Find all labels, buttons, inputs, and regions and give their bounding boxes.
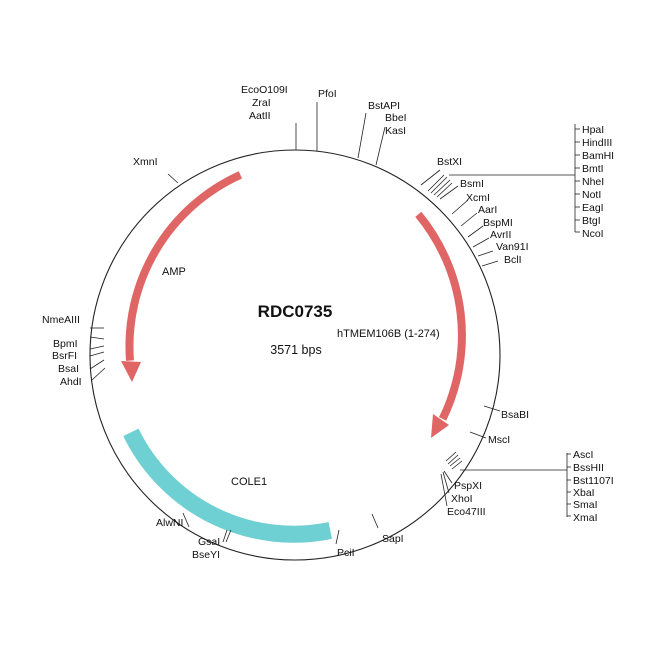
site-bbei: BbeI bbox=[385, 112, 407, 124]
site-tick-xhoi bbox=[442, 471, 450, 494]
site-gsai: GsaI bbox=[198, 536, 220, 548]
site-pcii: PciI bbox=[337, 547, 355, 559]
site-xmni: XmnI bbox=[133, 156, 158, 168]
cole1-feature-arc bbox=[123, 428, 333, 543]
site-tick-bstapi bbox=[357, 112, 367, 159]
site-tick-eco47iii bbox=[440, 473, 448, 507]
site-tick-bcli bbox=[481, 260, 499, 267]
site-bseyi: BseYI bbox=[192, 549, 220, 561]
insert-label: hTMEM106B (1-274) bbox=[337, 328, 440, 340]
site-ncoi: NcoI bbox=[582, 228, 604, 240]
site-bmti: BmtI bbox=[582, 163, 604, 175]
site-aari: AarI bbox=[478, 204, 497, 216]
amp-feature-arrow bbox=[125, 171, 243, 361]
site-bspmi: BspMI bbox=[483, 217, 513, 229]
site-xbai: XbaI bbox=[573, 487, 595, 499]
site-tick-avrii bbox=[472, 237, 490, 248]
site-bsrfi: BsrFI bbox=[52, 350, 77, 362]
site-tick-bseyi bbox=[225, 529, 232, 543]
site-tick-msci bbox=[469, 431, 487, 439]
site-tick-sapi bbox=[371, 513, 379, 529]
site-btgi: BtgI bbox=[582, 215, 601, 227]
site-tick-van91i bbox=[477, 250, 494, 257]
site-noti: NotI bbox=[582, 189, 601, 201]
site-tick-xmni bbox=[167, 173, 179, 184]
site-eco47iii: Eco47III bbox=[447, 506, 486, 518]
site-alwni: AlwNI bbox=[156, 517, 183, 529]
insert-arrowhead bbox=[431, 414, 449, 438]
plasmid-backbone bbox=[89, 149, 501, 561]
site-van91i: Van91I bbox=[496, 241, 529, 253]
site-xcmi: XcmI bbox=[466, 192, 490, 204]
site-zrai: ZraI bbox=[252, 97, 271, 109]
site-bpmi: BpmI bbox=[53, 338, 78, 350]
site-tick-pspxi bbox=[443, 470, 453, 484]
site-pspxi: PspXI bbox=[454, 480, 482, 492]
amp-label: AMP bbox=[162, 266, 186, 278]
site-tick-alwni bbox=[182, 512, 190, 528]
site-msci: MscI bbox=[488, 434, 510, 446]
site-sapi: SapI bbox=[382, 533, 404, 545]
site-bsmi: BsmI bbox=[460, 178, 484, 190]
site-tick-pcii bbox=[335, 529, 340, 545]
site-hpai: HpaI bbox=[582, 124, 604, 136]
site-nmeaiii: NmeAIII bbox=[42, 314, 80, 326]
site-ahdi: AhdI bbox=[60, 376, 82, 388]
site-bstxi: BstXI bbox=[437, 156, 462, 168]
site-bcli: BclI bbox=[504, 254, 522, 266]
site-smai: SmaI bbox=[573, 499, 598, 511]
insert-feature-arrow bbox=[415, 211, 466, 421]
site-tick-bsabi bbox=[483, 405, 501, 412]
amp-arrowhead bbox=[121, 361, 141, 382]
site-tick-kasi bbox=[375, 126, 386, 166]
site-eagi: EagI bbox=[582, 202, 604, 214]
plasmid-name: RDC0735 bbox=[258, 302, 333, 321]
site-nhei: NheI bbox=[582, 176, 604, 188]
site-tick-bspmi bbox=[467, 225, 484, 238]
site-bst1107i: Bst1107I bbox=[573, 475, 614, 487]
site-bsshii: BssHII bbox=[573, 462, 604, 474]
site-bamhi: BamHI bbox=[582, 150, 614, 162]
site-bsai: BsaI bbox=[58, 363, 79, 375]
site-bsabi: BsaBI bbox=[501, 409, 529, 421]
plasmid-size: 3571 bps bbox=[270, 343, 321, 357]
site-aatii: AatII bbox=[249, 110, 271, 122]
cole1-label: COLE1 bbox=[231, 476, 267, 488]
site-xhoi: XhoI bbox=[451, 493, 473, 505]
site-kasi: KasI bbox=[385, 125, 406, 137]
site-avrii: AvrII bbox=[490, 229, 511, 241]
site-tick-aari bbox=[460, 212, 478, 227]
site-tick-bsmi bbox=[439, 185, 459, 200]
site-asci: AscI bbox=[573, 449, 593, 461]
site-tick-bstxi bbox=[420, 169, 441, 186]
site-tick-xcmi bbox=[451, 199, 469, 215]
site-xmai: XmaI bbox=[573, 512, 598, 524]
site-tick-gsai bbox=[222, 529, 228, 543]
site-pfoi: PfoI bbox=[318, 88, 337, 100]
site-bstapi: BstAPI bbox=[368, 100, 400, 112]
site-hindiii: HindIII bbox=[582, 137, 612, 149]
site-ecoo109i: EcoO109I bbox=[241, 84, 288, 96]
